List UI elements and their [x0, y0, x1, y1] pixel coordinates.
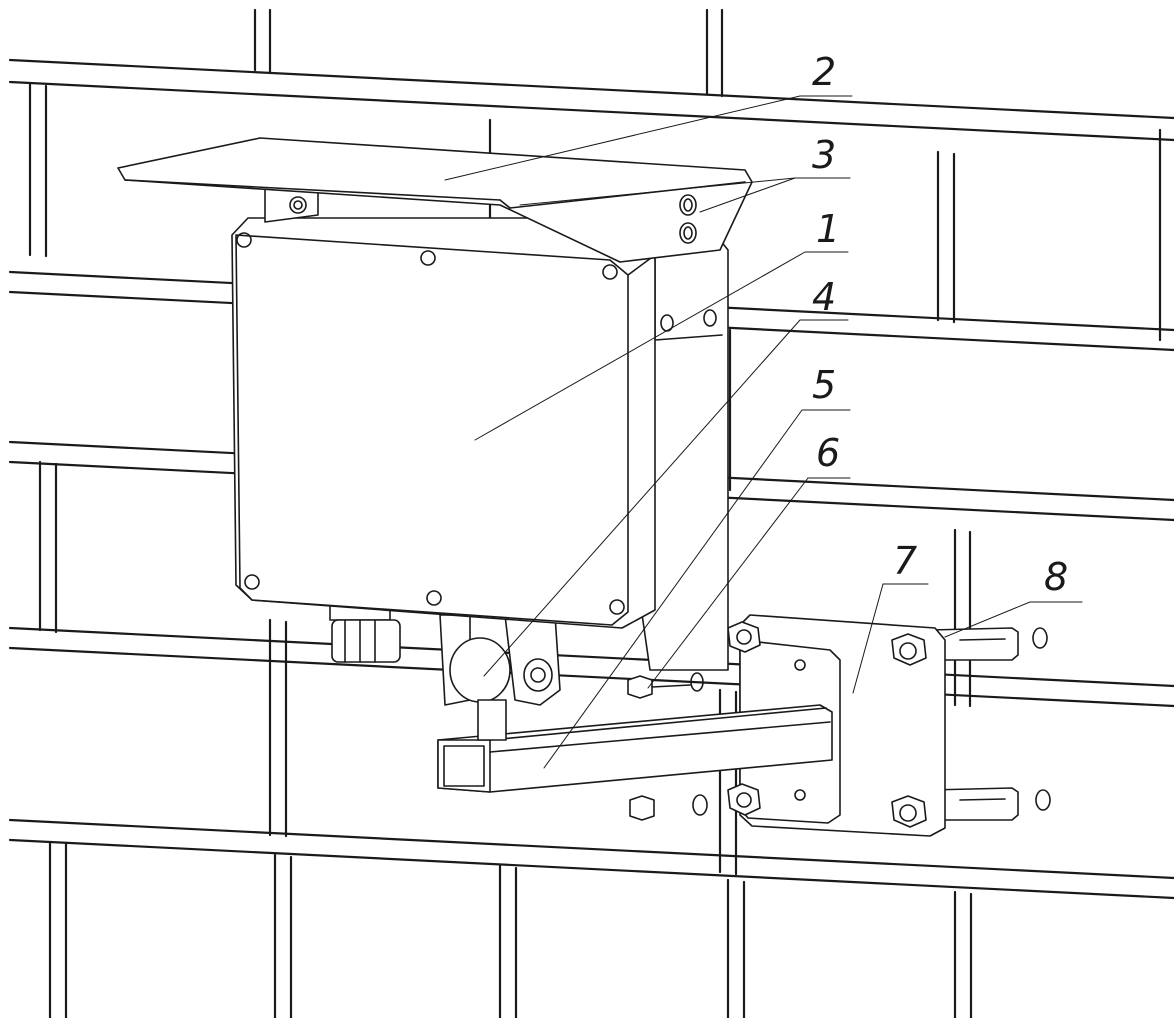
leader-lines [444, 95, 1083, 769]
callout-label-1: 1 [816, 207, 840, 251]
callout-label-6: 6 [816, 431, 840, 475]
anchor-bolts [929, 627, 1051, 821]
callout-label-4: 4 [812, 275, 836, 319]
hex-nut [891, 795, 927, 828]
wall-plate [727, 614, 946, 837]
callout-label-7: 7 [893, 539, 917, 583]
brick-joints [28, 8, 1162, 1018]
swivel-mount [439, 614, 561, 741]
hex-nut [727, 783, 761, 816]
callout-label-3: 3 [812, 133, 836, 177]
callout-label-5: 5 [812, 363, 836, 407]
callout-labels: 2 3 1 4 5 6 7 8 [812, 50, 1068, 599]
hex-nut [727, 621, 761, 653]
callout-label-2: 2 [812, 50, 836, 94]
enclosure-box [231, 217, 656, 629]
bracket-arm [437, 672, 833, 821]
sun-hood [117, 137, 753, 263]
callout-label-8: 8 [1044, 555, 1068, 599]
hex-nut [891, 633, 927, 666]
